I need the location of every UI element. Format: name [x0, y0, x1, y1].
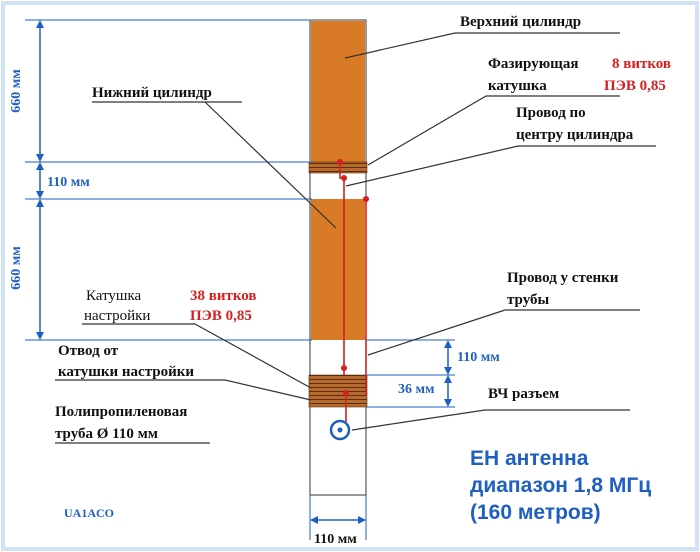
center-wire-label-1: Провод по [516, 105, 586, 121]
extension-lines [25, 19, 455, 540]
title-line-2: диапазон 1,8 МГц [470, 474, 651, 497]
tuning-turns-label-2: ПЭВ 0,85 [190, 308, 252, 324]
tap-label-1: Отвод от [58, 343, 119, 359]
tap-label-2: катушки настройки [58, 364, 194, 380]
pipe-label-2: труба Ø 110 мм [55, 426, 158, 442]
lower-cylinder-label: Нижний цилиндр [92, 85, 212, 101]
tuning-coil [308, 374, 368, 408]
tuning-coil-label-2: настройки [84, 308, 150, 324]
center-wire-label-2: центру цилиндра [516, 127, 634, 143]
phasing-coil-label-2: катушка [488, 78, 547, 94]
dim-diameter: 110 мм [314, 532, 357, 547]
wall-wire-label-2: трубы [507, 292, 549, 308]
dim-upper-length: 660 мм [9, 69, 24, 113]
tuning-coil-label-1: Катушка [86, 288, 142, 304]
tuning-turns-label-1: 38 витков [190, 288, 257, 304]
dimension-arrows [36, 20, 452, 524]
dim-coil-height: 36 мм [398, 382, 435, 397]
rf-connector-icon [329, 419, 351, 441]
leader-lines [55, 32, 656, 444]
phasing-turns-label-1: 8 витков [612, 56, 671, 72]
dim-bottom-gap: 110 мм [457, 350, 500, 365]
phasing-coil-label-1: Фазирующая [488, 56, 578, 72]
upper-cylinder [311, 21, 365, 162]
title-line-1: ЕН антенна [470, 447, 589, 470]
wire-dots [337, 159, 369, 396]
lower-cylinder [311, 199, 365, 340]
author-signature: UA1ACO [64, 506, 114, 520]
wall-wire-label-1: Провод у стенки [507, 270, 619, 286]
dim-gap: 110 мм [47, 175, 90, 190]
dim-lower-length: 660 мм [9, 246, 24, 290]
pipe-label-1: Полипропиленовая [55, 404, 187, 420]
title-line-3: (160 метров) [470, 501, 601, 524]
rf-connector-label: ВЧ разъем [488, 386, 559, 402]
upper-cylinder-label: Верхний цилиндр [460, 14, 581, 30]
phasing-turns-label-2: ПЭВ 0,85 [604, 78, 666, 94]
